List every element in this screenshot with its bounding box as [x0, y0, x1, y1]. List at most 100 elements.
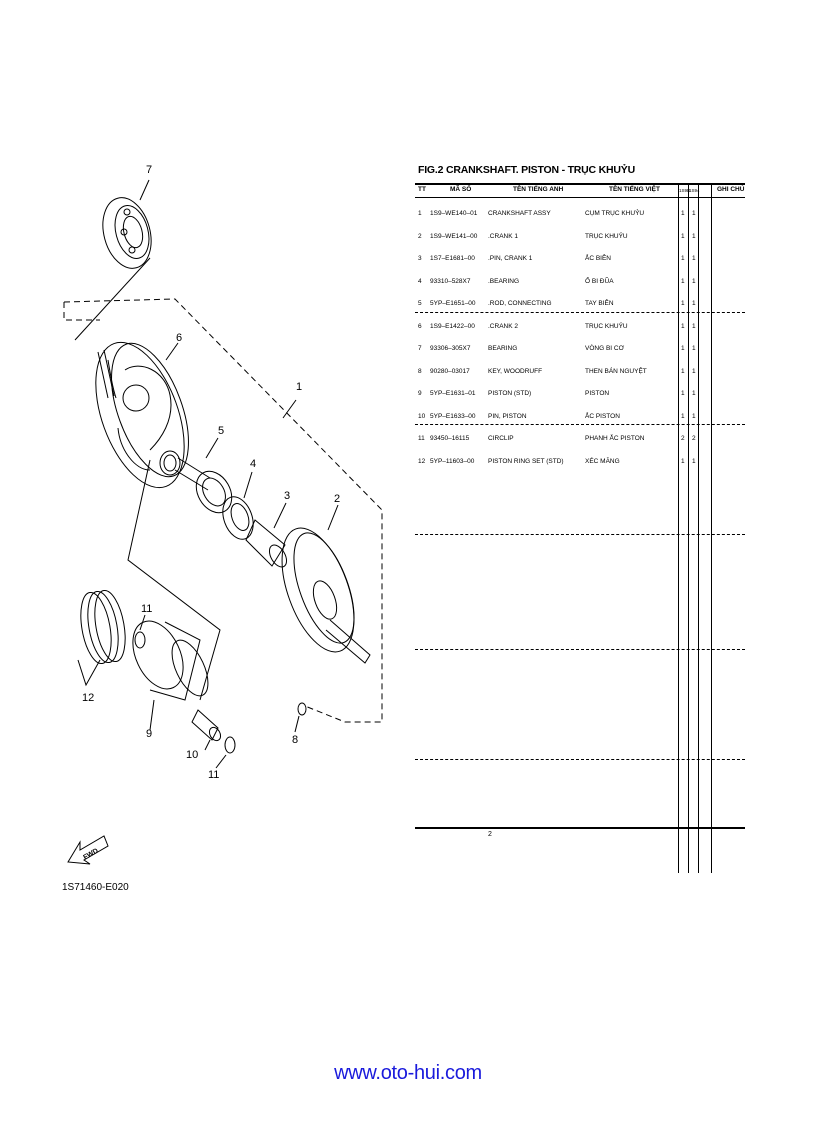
- row-ma-so: 1S9–WE140–01: [430, 210, 478, 217]
- row-ten-tieng-viet: ẮC BIÊN: [585, 255, 612, 262]
- row-ten-tieng-anh: .CRANK 1: [488, 232, 518, 240]
- row-ten-tieng-viet: VÒNG BI CƠ: [585, 345, 625, 352]
- row-tt: 11: [418, 435, 425, 442]
- row-ten-tieng-anh: .BEARING: [488, 277, 520, 285]
- row-tt: 10: [418, 412, 426, 420]
- row-ten-tieng-anh: KEY, WOODRUFF: [488, 367, 543, 375]
- row-ma-so: 1S9–E1422–00: [430, 322, 475, 330]
- row-tt: 8: [418, 367, 422, 375]
- callout-6: 6: [176, 332, 183, 344]
- figure-code: 1S71460-E020: [62, 882, 129, 893]
- fwd-arrow-icon: [67, 835, 109, 865]
- row-tt: 2: [418, 232, 422, 240]
- callout-11-top: 11: [141, 603, 153, 615]
- callout-4: 4: [250, 458, 257, 470]
- row-ten-tieng-anh: CRANKSHAFT ASSY: [488, 210, 551, 217]
- callout-2: 2: [334, 493, 341, 505]
- callout-11-bottom: 11: [208, 769, 220, 781]
- row-ma-so: 5YP–E1633–00: [430, 412, 476, 420]
- piston-pin-10-drawing: [191, 709, 222, 751]
- row-qty-1s9b: 1: [681, 412, 685, 420]
- needle-bearing-4-drawing: [222, 471, 254, 540]
- assembly-boundary: [63, 302, 100, 321]
- footer-url[interactable]: www.oto-hui.com: [334, 1062, 482, 1084]
- row-ma-so: 5YP–11603–00: [430, 457, 475, 465]
- callout-7: 7: [146, 164, 153, 176]
- row-qty-1s9b: 1: [681, 322, 685, 330]
- row-tt: 1: [418, 210, 422, 217]
- bearing-7-drawing: [74, 179, 152, 341]
- row-tt: 3: [418, 255, 422, 262]
- row-ten-tieng-viet: CỤM TRỤC KHUỶU: [585, 210, 645, 217]
- row-qty-1s94: 1: [692, 322, 696, 330]
- callout-12: 12: [82, 692, 95, 704]
- header-ten-tieng-viet: TÊN TIẾNG VIỆT: [609, 186, 660, 193]
- header-tt: TT: [418, 186, 426, 193]
- row-ten-tieng-anh: .CRANK 2: [488, 322, 518, 330]
- row-ten-tieng-viet: ẮC PISTON: [585, 412, 620, 420]
- row-qty-1s94: 1: [692, 277, 696, 285]
- row-ma-so: 1S7–E1681–00: [430, 255, 475, 262]
- woodruff-key-8-drawing: [294, 702, 307, 733]
- row-qty-1s94: 1: [692, 232, 696, 240]
- callout-8: 8: [292, 734, 299, 746]
- callout-10: 10: [186, 749, 199, 761]
- crank-pin-3-drawing: [245, 502, 288, 568]
- piston-rings-12-drawing: [77, 589, 126, 687]
- crank-2-drawing: [281, 504, 371, 664]
- row-qty-1s9b: 1: [681, 255, 685, 262]
- connecting-rod-5-drawing: [159, 437, 233, 514]
- row-ten-tieng-viet: PHANH ẮC PISTON: [585, 435, 645, 442]
- row-qty-1s94: 1: [692, 367, 696, 375]
- row-qty-1s9b: 1: [681, 457, 685, 465]
- row-ma-so: 5YP–E1651–00: [430, 300, 476, 307]
- row-qty-1s94: 1: [692, 300, 696, 307]
- header-ghi-chu: GHI CHÚ: [717, 186, 745, 193]
- row-ma-so: 93310–528X7: [430, 277, 471, 285]
- callout-3: 3: [284, 490, 291, 502]
- row-qty-1s94: 1: [692, 457, 696, 465]
- row-qty-1s94: 1: [692, 255, 696, 262]
- row-ten-tieng-anh: CIRCLIP: [488, 435, 514, 442]
- row-tt: 7: [418, 345, 422, 352]
- row-qty-1s9b: 1: [681, 300, 685, 307]
- row-qty-1s94: 1: [692, 345, 696, 352]
- piston-9-drawing: [132, 620, 209, 731]
- row-ten-tieng-anh: PIN, PISTON: [488, 412, 527, 420]
- row-ma-so: 1S9–WE141–00: [430, 232, 478, 240]
- callout-9: 9: [146, 728, 153, 740]
- row-qty-1s9b: 1: [681, 232, 685, 240]
- row-qty-1s9b: 1: [681, 210, 685, 217]
- row-tt: 6: [418, 322, 422, 330]
- callout-5: 5: [218, 425, 225, 437]
- row-ten-tieng-anh: BEARING: [488, 345, 518, 352]
- row-tt: 9: [418, 390, 422, 397]
- row-ten-tieng-viet: XÉC MĂNG: [585, 457, 620, 465]
- row-qty-1s94: 1: [692, 390, 696, 397]
- row-qty-1s9b: 1: [681, 367, 685, 375]
- row-ma-so: 5YP–E1631–01: [430, 390, 476, 397]
- parts-table: TT MÃ SỐ TÊN TIẾNG ANH TÊN TIẾNG VIỆT 1S…: [415, 183, 745, 873]
- row-ma-so: 93450–16115: [430, 435, 470, 442]
- row-ten-tieng-viet: TRỤC KHUỶU: [585, 322, 628, 330]
- row-qty-1s94: 2: [692, 435, 696, 442]
- row-qty-1s9b: 1: [681, 345, 685, 352]
- circlip-11-top-drawing: [134, 614, 146, 649]
- row-ma-so: 90280–03017: [430, 367, 470, 375]
- row-qty-1s94: 1: [692, 412, 696, 420]
- row-ten-tieng-anh: .ROD, CONNECTING: [488, 300, 552, 307]
- circlip-11-bottom-drawing: [215, 736, 236, 769]
- header-ten-tieng-anh: TÊN TIẾNG ANH: [513, 186, 564, 193]
- row-tt: 5: [418, 300, 422, 307]
- figure-title: FIG.2 CRANKSHAFT. PISTON - TRỤC KHUỶU: [418, 164, 635, 176]
- row-tt: 4: [418, 277, 422, 285]
- page-number: 2: [488, 831, 492, 838]
- row-ten-tieng-viet: TAY BIÊN: [585, 300, 614, 307]
- row-ten-tieng-anh: PISTON (STD): [488, 390, 532, 397]
- row-ten-tieng-anh: .PIN, CRANK 1: [488, 255, 533, 262]
- header-col-1s9b: 1S9B: [679, 188, 691, 193]
- header-ma-so: MÃ SỐ: [450, 186, 472, 193]
- row-ma-so: 93306–305X7: [430, 345, 471, 352]
- row-ten-tieng-viet: Ổ BI ĐŨA: [585, 277, 614, 285]
